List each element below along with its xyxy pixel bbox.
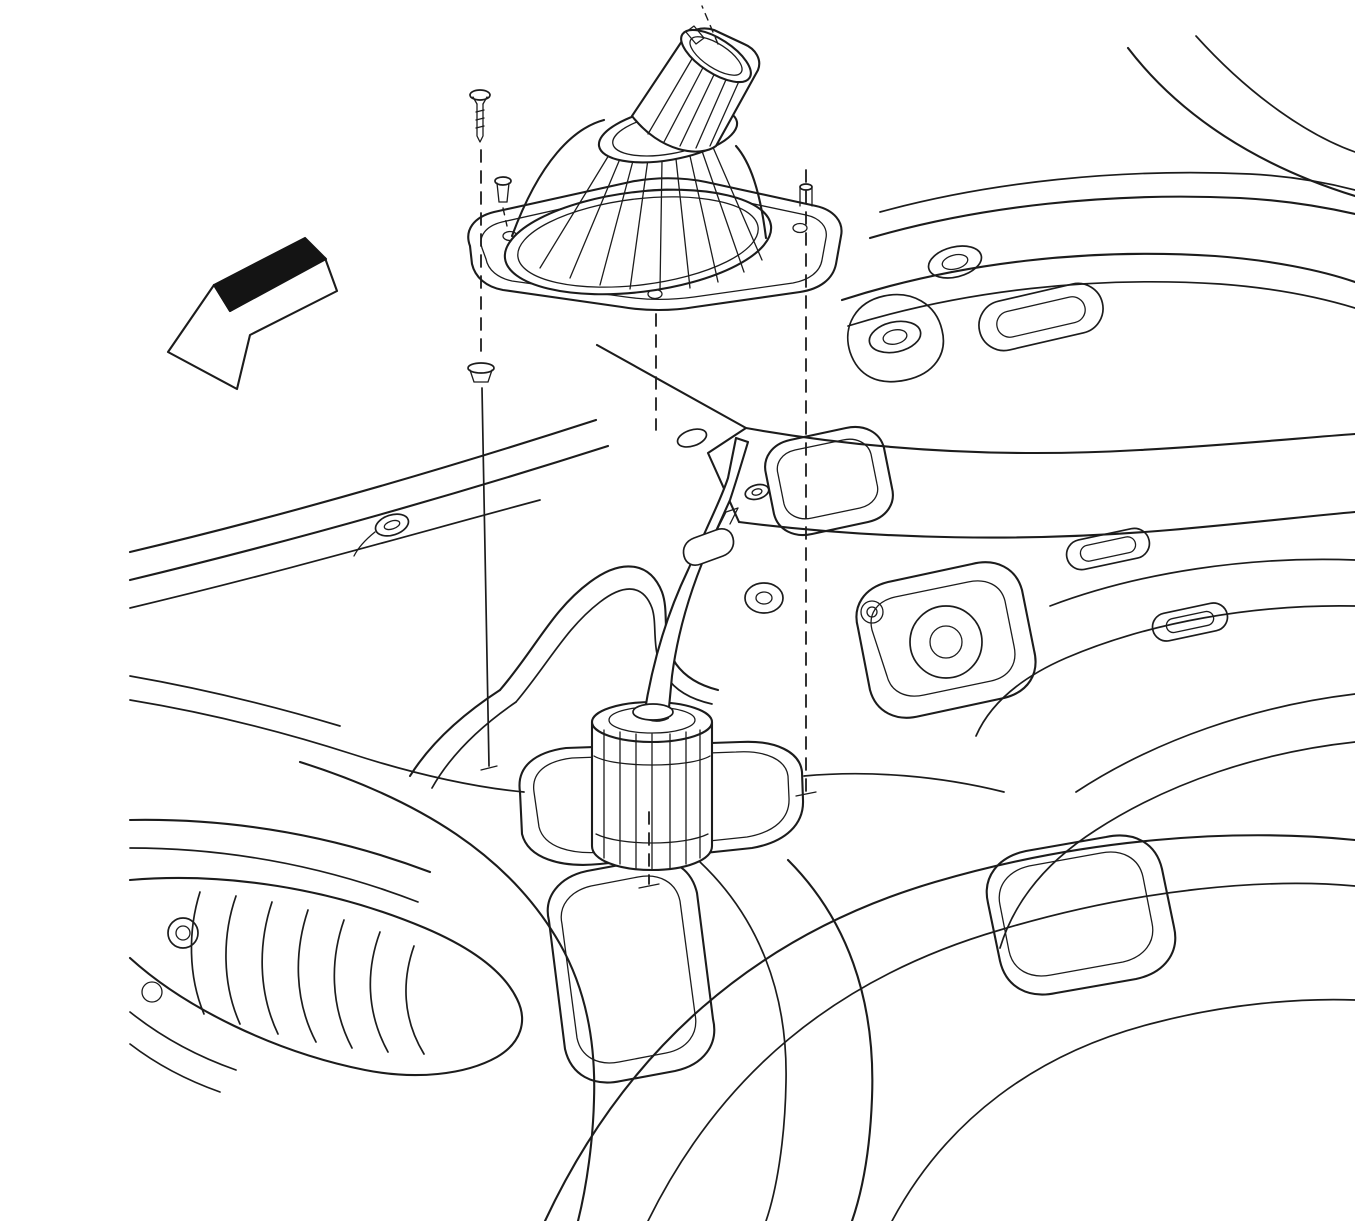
shift-lever-rod [642, 436, 750, 722]
shifter-base [590, 700, 714, 872]
plate-stud-small [799, 183, 813, 207]
transmission-case [128, 876, 524, 1093]
stub-centerline [701, 5, 719, 45]
direction-arrow [166, 236, 339, 391]
lever-entry-boss [632, 703, 674, 721]
shifter-boot-plate-assembly [467, 5, 843, 312]
plate-screw-small [494, 176, 512, 227]
shift-control-lever [632, 436, 750, 722]
axis-foot-tick-left [480, 765, 498, 771]
floor-pan [128, 35, 1355, 1221]
floor-pad-right [985, 834, 1177, 996]
arrow-top-face [212, 236, 328, 313]
axis-foot-tick-center [638, 883, 660, 889]
alignment-dashed-lines [638, 169, 817, 889]
lever-pin [717, 507, 739, 529]
stub-cap [680, 28, 752, 84]
lever-collar [682, 528, 735, 566]
mounting-screw [469, 89, 491, 143]
retainer-nut [467, 362, 495, 383]
plate-hole-right [792, 222, 808, 234]
screw-axis-line [481, 387, 490, 767]
floor-pad-left [546, 858, 716, 1084]
fastener-column [467, 89, 498, 771]
axis-foot-tick-right [795, 791, 817, 797]
floor-opening [518, 740, 805, 866]
